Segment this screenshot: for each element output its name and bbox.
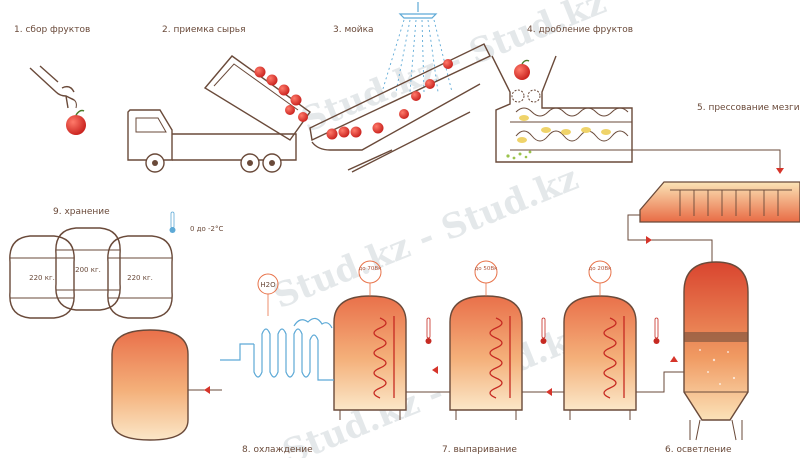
barrel-weight: 220 кг. bbox=[127, 274, 153, 282]
flow-arrow bbox=[204, 386, 210, 394]
clarifier-tank bbox=[683, 261, 749, 441]
flow-arrow bbox=[646, 236, 652, 244]
press-icon bbox=[639, 181, 800, 223]
screw-conveyor bbox=[515, 107, 629, 142]
watermark: Stud.kz - Stud.kz Stud.kz - Stud.kz Stud… bbox=[268, 0, 612, 458]
evap-temp-3: до 20Вк bbox=[588, 266, 612, 272]
step-label-harvest: 1. сбор фруктов bbox=[14, 25, 90, 35]
truck-icon bbox=[127, 55, 311, 173]
crusher-gears bbox=[511, 89, 541, 103]
water-badge: H2O bbox=[260, 281, 276, 289]
cooling-coil: H2O bbox=[220, 273, 334, 381]
barrel-weight: 200 кг. bbox=[75, 266, 101, 274]
apple-slices bbox=[517, 115, 611, 143]
evaporator-tank-3: до 20Вк bbox=[563, 260, 660, 420]
pipe-crusher-press bbox=[632, 149, 781, 172]
pipe-press-clarifier bbox=[627, 214, 713, 262]
step-label-receiving: 2. приемка сырья bbox=[162, 25, 246, 35]
step-label-washing: 3. мойка bbox=[333, 25, 374, 35]
washing-conveyor-icon bbox=[309, 2, 491, 173]
step-label-evaporation: 7. выпаривание bbox=[442, 445, 517, 455]
apples-in-truck bbox=[254, 66, 308, 122]
evap-temp-1: до 70Вк bbox=[358, 266, 382, 272]
barrel-weight: 220 кг. bbox=[29, 274, 55, 282]
green-pomace bbox=[506, 150, 532, 160]
step-label-clarification: 6. осветление bbox=[665, 445, 732, 455]
storage-thermometer-icon bbox=[169, 211, 176, 233]
evaporator-tank-1: до 70Вк bbox=[333, 260, 432, 420]
flow-arrow bbox=[776, 168, 784, 174]
step-label-cooling: 8. охлаждение bbox=[242, 445, 313, 455]
step-label-pressing: 5. прессование мезги bbox=[697, 103, 800, 113]
flow-arrow bbox=[432, 366, 438, 374]
storage-temperature: 0 до -2°C bbox=[190, 225, 224, 233]
thermometer-icon bbox=[425, 317, 432, 344]
watermark-text: Stud.kz - Stud.kz bbox=[277, 315, 593, 458]
flow-arrow bbox=[546, 388, 552, 396]
barrel-1: 220 кг. bbox=[9, 235, 75, 319]
cooled-concentrate-tank bbox=[111, 329, 222, 441]
storage-barrels: 220 кг. 200 кг. 220 кг. bbox=[9, 227, 173, 319]
harvest-hand-icon bbox=[29, 65, 86, 135]
pipe-clarifier-evap bbox=[636, 371, 684, 393]
flow-arrow bbox=[670, 356, 678, 362]
step-label-storage: 9. хранение bbox=[53, 207, 110, 217]
thermometer-icon bbox=[653, 317, 660, 344]
barrel-3: 220 кг. bbox=[107, 235, 173, 319]
step-label-crushing: 4. дробление фруктов bbox=[527, 25, 633, 35]
evap-temp-2: до 50Вк bbox=[474, 266, 498, 272]
thermometer-icon bbox=[540, 317, 547, 344]
watermark-text: Stud.kz - Stud.kz bbox=[268, 158, 584, 317]
apples-on-conveyor bbox=[326, 59, 453, 140]
evaporator-tank-2: до 50Вк bbox=[449, 260, 547, 420]
crusher-icon bbox=[491, 55, 633, 163]
